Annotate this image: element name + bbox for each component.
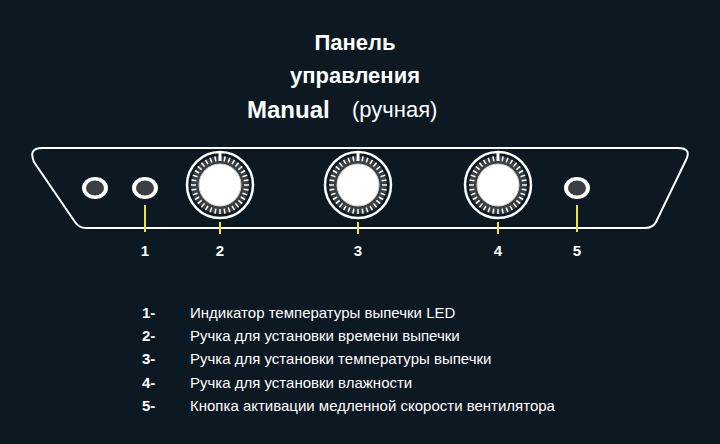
list-description: Ручка для установки температуры выпечки xyxy=(190,350,491,368)
callout-number: 3 xyxy=(354,242,362,260)
list-description: Кнопка активации медленной скорости вент… xyxy=(190,397,555,415)
callout-number: 5 xyxy=(573,242,581,260)
list-number: 5- xyxy=(142,397,155,415)
list-description: Ручка для установки времени выпечки xyxy=(190,327,460,345)
knobs xyxy=(187,152,531,218)
callout-number: 2 xyxy=(216,242,224,260)
callout-number: 1 xyxy=(141,242,149,260)
list-description: Ручка для установки влажности xyxy=(190,374,412,392)
leader-lines xyxy=(145,205,577,234)
subtitle-note: (ручная) xyxy=(352,97,437,123)
list-number: 4- xyxy=(142,374,155,392)
panel-outline xyxy=(32,148,688,228)
list-description: Индикатор температуры выпечки LED xyxy=(190,304,455,322)
list-number: 1- xyxy=(142,304,155,322)
subtitle: Manual xyxy=(247,96,330,125)
callout-number: 4 xyxy=(494,242,502,260)
list-number: 2- xyxy=(142,327,155,345)
title: Панель управления xyxy=(275,26,435,92)
list-number: 3- xyxy=(142,350,155,368)
